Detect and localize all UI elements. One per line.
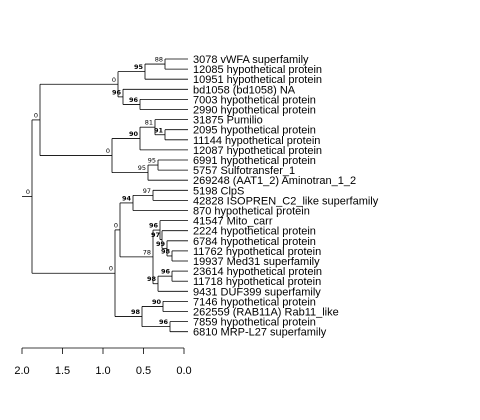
support-value: 94 [122, 194, 132, 202]
support-value: 95 [134, 63, 144, 71]
leaf-label: 9431 DUF399 superfamily [193, 286, 321, 298]
leaf-label: 23614 hypothetical protein [193, 266, 322, 278]
leaf-label: 31875 Pumilio [193, 115, 263, 127]
support-value: 0 [34, 111, 38, 119]
leaf-label: 12085 hypothetical protein [193, 64, 322, 76]
leaf-label: 2990 hypothetical protein [193, 105, 316, 117]
support-value: 0 [109, 265, 113, 273]
leaf-label: 7146 hypothetical protein [193, 296, 316, 308]
leaf-label: 7003 hypothetical protein [193, 94, 316, 106]
tree-branches [22, 58, 188, 333]
support-value: 96 [149, 222, 159, 230]
support-value: 99 [156, 240, 166, 248]
support-value: 97 [143, 187, 151, 195]
leaf-label: 7859 hypothetical protein [193, 317, 316, 329]
support-value: 0 [26, 188, 30, 196]
leaf-label: 3078 vWFA superfamily [193, 54, 309, 66]
leaf-label: 11762 hypothetical protein [193, 246, 321, 258]
support-value: 95 [148, 157, 156, 165]
leaf-label: 19937 Med31 superfamily [193, 256, 320, 268]
leaf-label: 6991 hypothetical protein [193, 155, 316, 167]
leaf-label: 42828 ISOPREN_C2_like superfamily [193, 195, 379, 207]
leaf-label: 870 hypothetical protein [193, 206, 310, 218]
support-value: 96 [112, 88, 122, 96]
leaf-label: 11718 hypothetical protein [193, 276, 321, 288]
scale-bar: 2.0 1.5 1.0 0.5 0.0 [14, 347, 192, 377]
scale-tick-label: 1.0 [95, 365, 110, 377]
leaf-label: 11144 hypothetical protein [193, 135, 320, 147]
leaf-label: 2095 hypothetical protein [193, 125, 316, 137]
support-value: 96 [159, 318, 169, 326]
scale-tick-label: 1.5 [55, 365, 70, 377]
leaf-label: 6784 hypothetical protein [193, 236, 316, 248]
support-value: 98 [161, 247, 171, 255]
leaf-label: bd1058 (bd1058) NA [193, 84, 296, 96]
leaf-label: 10951 hypothetical protein [193, 74, 322, 86]
support-value: 0 [112, 76, 116, 84]
support-value: 96 [129, 96, 139, 104]
leaf-label: 2224 hypothetical protein [193, 226, 316, 238]
scale-tick-label: 2.0 [14, 365, 29, 377]
support-value: 81 [145, 119, 153, 127]
support-value: 78 [143, 248, 151, 256]
leaf-label: 5757 Sulfotransfer_1 [193, 165, 295, 177]
support-value: 90 [152, 298, 162, 306]
support-value: 98 [147, 275, 157, 283]
leaf-label: 12087 hypothetical protein [193, 145, 322, 157]
support-value: 91 [154, 126, 164, 134]
support-value: 95 [138, 164, 146, 172]
leaf-label: 269248 (AAT1_2) Aminotran_1_2 [193, 175, 356, 187]
support-value: 0 [114, 221, 118, 229]
leaf-label: 262559 (RAB11A) Rab11_like [193, 307, 339, 319]
support-value: 88 [155, 56, 163, 64]
leaf-label: 41547 Mito_carr [193, 216, 273, 228]
support-value: 96 [161, 268, 171, 276]
support-value: 0 [106, 147, 110, 155]
support-value: 90 [129, 130, 139, 138]
support-value: 97 [151, 231, 160, 239]
leaf-label: 6810 MRP-L27 superfamily [193, 327, 327, 339]
scale-tick-label: 0.0 [176, 365, 191, 377]
scale-tick-label: 0.5 [136, 365, 151, 377]
leaf-label: 5198 ClpS [193, 185, 244, 197]
support-value: 98 [131, 308, 141, 316]
